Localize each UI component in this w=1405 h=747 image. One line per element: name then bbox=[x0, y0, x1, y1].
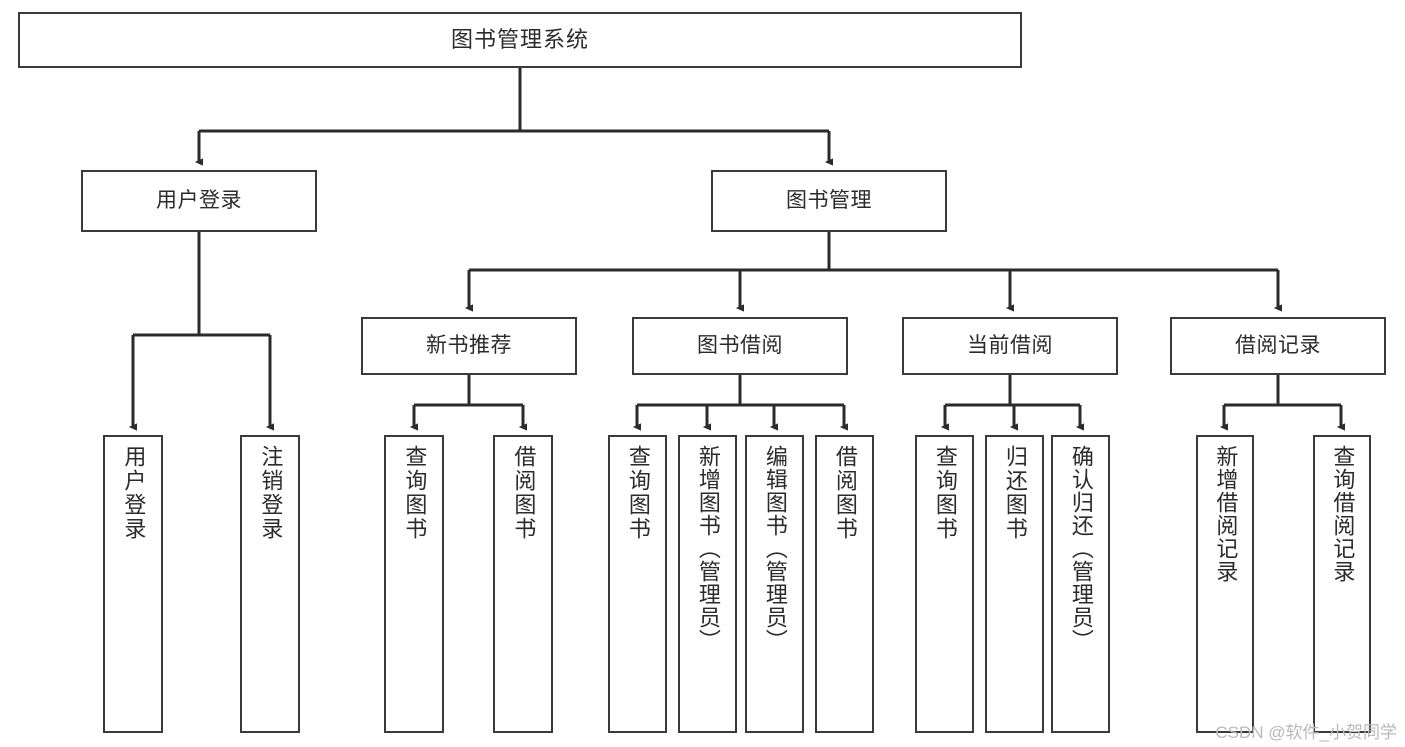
node-label: 当前借阅 bbox=[967, 333, 1053, 357]
node-label: 查询图书 bbox=[402, 445, 428, 541]
node-label: 查询图书 bbox=[932, 445, 958, 541]
node-label: 确认归还（管理员） bbox=[1068, 445, 1094, 652]
leaf-query-borrow-record[interactable]: 查询借阅记录 bbox=[1313, 435, 1371, 733]
node-root-system[interactable]: 图书管理系统 bbox=[18, 12, 1022, 68]
node-current-borrow[interactable]: 当前借阅 bbox=[902, 317, 1118, 375]
leaf-borrow-book[interactable]: 借阅图书 bbox=[815, 435, 874, 733]
leaf-edit-book-admin[interactable]: 编辑图书（管理员） bbox=[745, 435, 804, 733]
node-new-book-recommend[interactable]: 新书推荐 bbox=[361, 317, 577, 375]
node-label: 借阅记录 bbox=[1235, 333, 1321, 357]
node-label: 借阅图书 bbox=[511, 445, 537, 541]
node-label: 用户登录 bbox=[156, 188, 242, 212]
leaf-user-login[interactable]: 用户登录 bbox=[103, 435, 163, 733]
node-label: 图书管理 bbox=[786, 188, 872, 212]
leaf-logout[interactable]: 注销登录 bbox=[240, 435, 300, 733]
node-label: 编辑图书（管理员） bbox=[762, 445, 788, 652]
leaf-add-borrow-record[interactable]: 新增借阅记录 bbox=[1196, 435, 1254, 733]
node-label: 用户登录 bbox=[121, 445, 147, 541]
node-label: 查询借阅记录 bbox=[1330, 445, 1356, 583]
node-user-login[interactable]: 用户登录 bbox=[81, 170, 317, 232]
node-label: 查询图书 bbox=[625, 445, 651, 541]
node-book-management[interactable]: 图书管理 bbox=[711, 170, 947, 232]
leaf-confirm-return-admin[interactable]: 确认归还（管理员） bbox=[1051, 435, 1110, 733]
node-label: 新增借阅记录 bbox=[1213, 445, 1239, 583]
leaf-query-books-current[interactable]: 查询图书 bbox=[915, 435, 974, 733]
node-borrow-records[interactable]: 借阅记录 bbox=[1170, 317, 1386, 375]
watermark-text: CSDN @软件_小贺同学 bbox=[1215, 723, 1397, 742]
node-label: 借阅图书 bbox=[832, 445, 858, 541]
node-label: 图书管理系统 bbox=[450, 27, 589, 53]
node-label: 新书推荐 bbox=[426, 333, 512, 357]
leaf-borrow-books-recommend[interactable]: 借阅图书 bbox=[493, 435, 553, 733]
node-book-borrow[interactable]: 图书借阅 bbox=[632, 317, 848, 375]
leaf-query-books-recommend[interactable]: 查询图书 bbox=[384, 435, 444, 733]
leaf-query-books-borrow[interactable]: 查询图书 bbox=[608, 435, 667, 733]
node-label: 图书借阅 bbox=[697, 333, 783, 357]
leaf-add-book-admin[interactable]: 新增图书（管理员） bbox=[678, 435, 737, 733]
node-label: 新增图书（管理员） bbox=[695, 445, 721, 652]
node-label: 注销登录 bbox=[258, 445, 284, 541]
node-label: 归还图书 bbox=[1002, 445, 1028, 541]
leaf-return-book[interactable]: 归还图书 bbox=[985, 435, 1044, 733]
